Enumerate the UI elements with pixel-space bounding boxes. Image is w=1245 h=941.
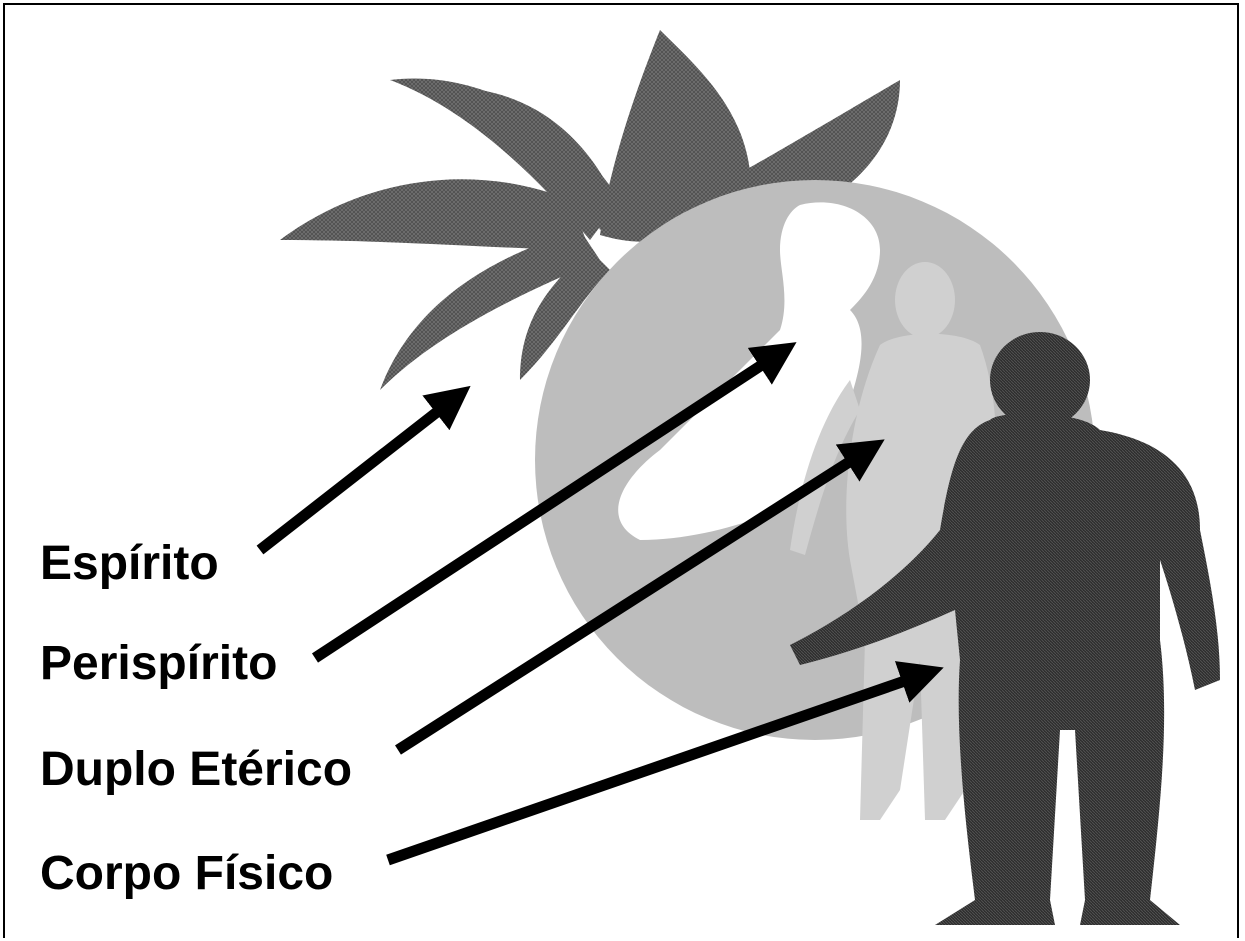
arrow-corpo-fisico: [386, 661, 944, 866]
physical-body-silhouette: [790, 332, 1220, 925]
leaf-lower-left: [380, 230, 600, 390]
arrow-espirito: [256, 385, 471, 555]
arrows: [256, 342, 944, 866]
arrow-duplo-eterico: [395, 439, 885, 755]
label-duplo-eterico: Duplo Etérico: [40, 743, 353, 796]
label-corpo-fisico: Corpo Físico: [40, 847, 334, 900]
label-perispirito: Perispírito: [40, 637, 278, 690]
arrow-perispirito: [311, 342, 797, 663]
leaf-bottom: [520, 250, 610, 380]
leaf-left: [280, 179, 590, 250]
diagram-frame: [3, 3, 1239, 938]
leaf-upper-mid: [480, 90, 620, 230]
label-espirito: Espírito: [40, 537, 219, 590]
